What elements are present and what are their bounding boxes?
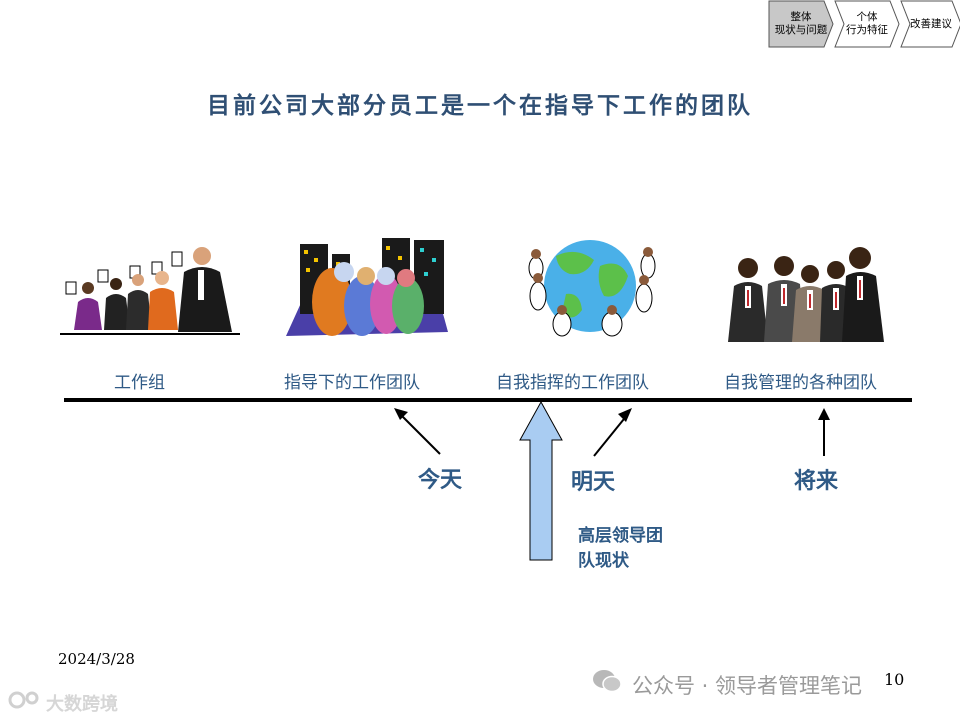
section-nav: 整体 现状与问题 个体 行为特征 改善建议 — [768, 0, 960, 48]
leadership-note-line1: 高层领导团 — [578, 526, 663, 546]
slide-date: 2024/3/28 — [58, 650, 135, 668]
stage-label-self-managed-teams: 自我管理的各种团队 — [724, 373, 877, 393]
stage-label-self-directed-team: 自我指挥的工作团队 — [496, 373, 649, 393]
future-arrow-icon — [818, 408, 830, 456]
leadership-up-arrow-icon — [519, 400, 563, 561]
nav-step-overall-label: 整体 现状与问题 — [774, 11, 828, 36]
tomorrow-label: 明天 — [571, 470, 616, 495]
globe-team-icon — [528, 240, 656, 337]
nav-step-individual[interactable]: 个体 行为特征 — [834, 0, 900, 48]
watermark-right: 公众号 · 领导者管理笔记 — [632, 674, 863, 698]
nav-step-improvement-label: 改善建议 — [910, 17, 952, 30]
today-arrow-icon — [394, 408, 441, 455]
slide-title: 目前公司大部分员工是一个在指导下工作的团队 — [207, 93, 753, 119]
nav-step-improvement[interactable]: 改善建议 — [900, 0, 960, 48]
brand-logo-icon — [8, 691, 39, 709]
leadership-note-line2: 队现状 — [578, 551, 629, 571]
stage-label-guided-team: 指导下的工作团队 — [284, 373, 420, 393]
future-label: 将来 — [794, 469, 839, 494]
work-group-people-icon — [60, 247, 240, 335]
tomorrow-arrow-icon — [593, 408, 632, 457]
stage-label-work-group: 工作组 — [114, 373, 165, 393]
nav-step-overall[interactable]: 整体 现状与问题 — [768, 0, 834, 48]
nav-step-individual-label: 个体 行为特征 — [846, 11, 888, 36]
today-label: 今天 — [418, 468, 463, 493]
watermark-left: 大数跨境 — [46, 694, 118, 715]
business-team-icon — [728, 247, 884, 342]
timeline-axis — [64, 398, 912, 402]
wechat-icon — [593, 670, 622, 693]
city-team-icon — [286, 238, 448, 336]
leadership-note: 高层领导团 队现状 — [578, 524, 663, 574]
page-number: 10 — [884, 670, 905, 689]
